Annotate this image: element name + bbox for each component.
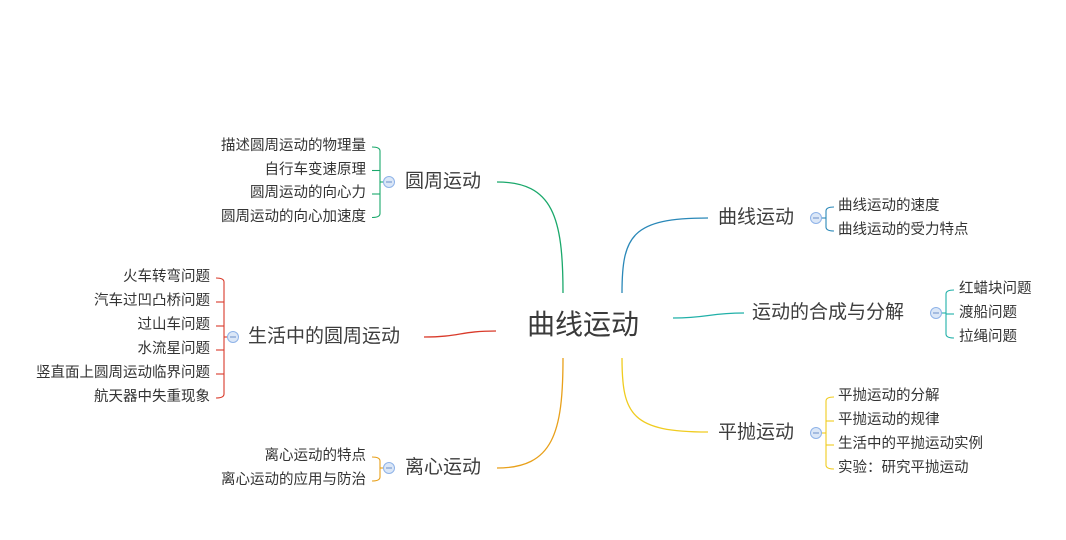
leaf-projectile-3[interactable]: 实验：研究平抛运动: [838, 460, 969, 476]
branch-projectile[interactable]: 平抛运动: [718, 421, 795, 443]
link-centrifugal: [496, 357, 564, 469]
collapse-icon-centrifugal[interactable]: [383, 462, 395, 474]
collapse-icon-life[interactable]: [227, 331, 239, 343]
leaf-projectile-2[interactable]: 生活中的平抛运动实例: [838, 436, 983, 452]
child-brackets: [215, 146, 955, 482]
branch-curve[interactable]: 曲线运动: [718, 206, 795, 228]
leaf-life-5[interactable]: 航天器中失重现象: [94, 389, 210, 405]
link-compose: [672, 312, 745, 319]
leaf-life-2[interactable]: 过山车问题: [137, 317, 211, 333]
leaf-compose-2[interactable]: 拉绳问题: [959, 329, 1017, 345]
leaf-curve-1[interactable]: 曲线运动的受力特点: [838, 222, 969, 238]
collapse-icon-curve[interactable]: [810, 212, 822, 224]
leaf-compose-0[interactable]: 红蜡块问题: [959, 281, 1032, 297]
leaf-life-0[interactable]: 火车转弯问题: [123, 269, 210, 285]
collapse-icon-projectile[interactable]: [810, 427, 822, 439]
leaf-circular-1[interactable]: 自行车变速原理: [264, 161, 367, 178]
bracket-curve: [821, 206, 835, 232]
leaf-projectile-1[interactable]: 平抛运动的规律: [838, 412, 940, 428]
center-topic[interactable]: 曲线运动: [527, 308, 640, 341]
link-circular: [496, 181, 564, 294]
collapse-icon-compose[interactable]: [930, 307, 942, 319]
collapse-icon-circular[interactable]: [383, 176, 395, 188]
leaf-centrifugal-0[interactable]: 离心运动的特点: [264, 448, 367, 464]
leaf-life-3[interactable]: 水流星问题: [137, 341, 211, 357]
branch-links: [423, 181, 745, 469]
leaf-compose-1[interactable]: 渡船问题: [959, 305, 1017, 321]
branch-circular[interactable]: 圆周运动: [405, 170, 482, 192]
collapse-icons: [227, 176, 942, 474]
leaf-circular-3[interactable]: 圆周运动的向心加速度: [221, 208, 366, 225]
leaf-life-4[interactable]: 竖直面上圆周运动临界问题: [36, 365, 210, 381]
link-life: [423, 330, 497, 338]
branch-life[interactable]: 生活中的圆周运动: [248, 325, 401, 347]
leaf-circular-0[interactable]: 描述圆周运动的物理量: [221, 138, 366, 154]
leaf-projectile-0[interactable]: 平抛运动的分解: [838, 388, 940, 404]
bracket-projectile: [821, 396, 835, 470]
leaf-centrifugal-1[interactable]: 离心运动的应用与防治: [221, 472, 366, 488]
leaf-curve-0[interactable]: 曲线运动的速度: [838, 198, 940, 214]
leaf-life-1[interactable]: 汽车过凹凸桥问题: [94, 293, 210, 309]
branch-compose[interactable]: 运动的合成与分解: [752, 301, 905, 323]
link-curve: [621, 217, 709, 294]
leaf-circular-2[interactable]: 圆周运动的向心力: [250, 185, 366, 201]
branch-centrifugal[interactable]: 离心运动: [405, 456, 482, 478]
link-projectile: [621, 357, 709, 433]
bracket-compose: [941, 289, 955, 339]
